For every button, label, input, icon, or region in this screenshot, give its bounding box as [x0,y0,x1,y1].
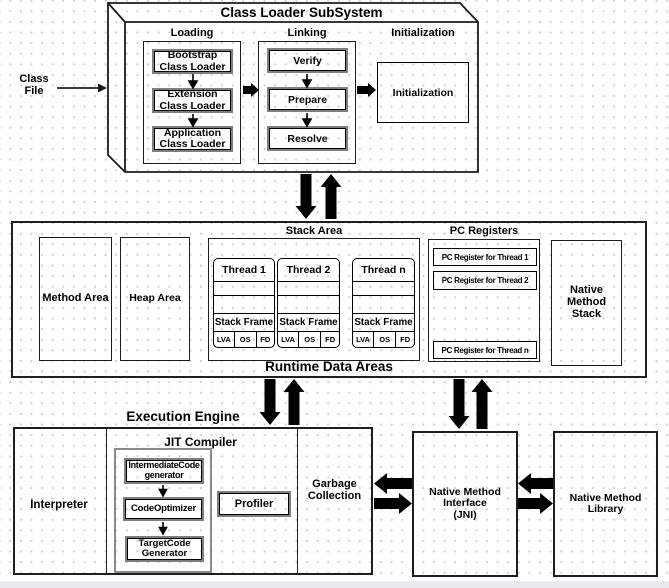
code-optimizer-box: CodeOptimizer [123,497,204,521]
interpreter-label: Interpreter [30,499,88,511]
thread-2-box: Thread 2 Stack Frame LVA OS FD [277,258,340,348]
application-class-loader-box: Application Class Loader [152,126,233,152]
initialization-column-label: Initialization [391,26,455,39]
intermediate-code-generator-box: IntermediateCode generator [124,458,204,484]
thread-n-frame-cells: LVA OS FD [353,332,414,347]
classloader-to-runtime-down-arrow [295,174,317,219]
target-code-generator-box: TargetCode Generator [125,536,204,562]
profiler-box: Profiler [217,491,291,517]
native-method-library-box: Native Method Library [553,431,658,577]
runtime-data-areas-box [11,221,647,378]
linking-column-label: Linking [287,26,327,39]
fd-cell: FD [400,335,411,344]
thread-1-box: Thread 1 Stack Frame LVA OS FD [213,258,275,348]
os-cell: OS [299,332,322,347]
thread-1-header: Thread 1 [214,259,274,282]
loading-column-label: Loading [170,26,214,39]
prepare-box: Prepare [267,87,348,112]
method-area-box: Method Area [39,237,112,361]
garbage-collection-label: Garbage Collection [307,478,362,502]
os-cell: OS [374,332,397,347]
jit-compiler-container [114,448,212,573]
jni-line-3: (JNI) [453,508,477,521]
jni-to-nml-right-arrow [518,493,553,514]
pc-register-thread-1-row: PC Register for Thread 1 [433,248,537,266]
execution-engine-box [13,427,373,575]
runtime-data-areas-title: Runtime Data Areas [265,359,393,374]
native-method-interface-box: Native Method Interface (JNI) [412,431,518,577]
thread-n-empty-slot [353,282,414,296]
verify-box: Verify [267,48,348,73]
jni-line-2: Interface [443,497,487,510]
execution-engine-title: Execution Engine [126,409,240,424]
bootstrap-class-loader-box: Bootstrap Class Loader [152,49,233,74]
pc-register-thread-2-row: PC Register for Thread 2 [433,271,537,290]
resolve-box: Resolve [267,126,348,151]
lva-cell: LVA [353,332,375,347]
fd-cell: FD [325,335,336,344]
thread-2-empty-slot [278,282,339,296]
stack-area-label: Stack Area [285,224,343,237]
lva-cell: LVA [278,332,300,347]
gc-to-jni-right-arrow [374,493,412,514]
thread-1-empty-slot [214,296,274,314]
thread-n-box: Thread n Stack Frame LVA OS FD [352,258,415,348]
os-cell: OS [235,332,257,347]
interpreter-jit-divider [105,429,107,573]
jni-to-runtime-up-arrow [471,379,493,429]
jni-to-gc-left-arrow [374,473,412,494]
thread-n-empty-slot [353,296,414,314]
heap-area-box: Heap Area [120,237,190,361]
linking-to-initialization-arrow [357,83,376,97]
thread-2-frame-cells: LVA OS FD [278,332,339,347]
thread-2-empty-slot [278,296,339,314]
class-file-arrow [57,83,107,93]
fd-cell: FD [260,335,271,344]
class-file-label: Class File [19,73,49,97]
lva-cell: LVA [214,332,235,347]
thread-n-header: Thread n [353,259,414,282]
thread-2-header: Thread 2 [278,259,339,282]
stack-area-container [208,238,420,361]
pc-registers-label: PC Registers [449,224,519,237]
nml-to-jni-left-arrow [518,473,553,494]
runtime-to-classloader-up-arrow [320,174,342,219]
pc-registers-container [428,239,540,362]
jit-compiler-label: JIT Compiler [164,434,237,449]
jit-gc-divider [296,429,298,573]
pc-register-thread-n-row: PC Register for Thread n [433,341,537,359]
thread-1-stack-frame-label: Stack Frame [214,314,274,332]
runtime-to-jni-down-arrow [448,379,470,429]
thread-2-stack-frame-label: Stack Frame [278,314,339,332]
bottom-window-strip [0,581,669,588]
loading-to-linking-arrow [243,83,259,97]
class-loader-subsystem-title: Class Loader SubSystem [220,5,383,20]
thread-1-frame-cells: LVA OS FD [214,332,274,347]
thread-n-stack-frame-label: Stack Frame [353,314,414,332]
initialization-box: Initialization [377,62,469,123]
native-method-stack-box: Native Method Stack [551,240,622,366]
extension-class-loader-box: Extension Class Loader [152,88,233,113]
jni-line-1: Native Method [429,486,501,498]
thread-1-empty-slot [214,282,274,296]
